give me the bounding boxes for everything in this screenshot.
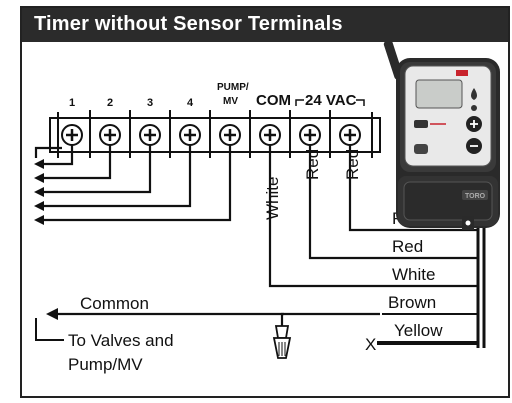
terminal-label-1: 1 — [69, 97, 75, 109]
lead-bundle — [476, 223, 486, 348]
lead-label-red-2: Red — [392, 237, 423, 256]
wiring-diagram: 1 2 3 4 PUMP/ MV COM 24 VAC — [34, 40, 500, 374]
device-screen — [415, 79, 463, 109]
brand-badge — [462, 190, 488, 200]
wire-label-white-terminal: White — [263, 177, 282, 220]
common-line-3: Pump/MV — [68, 355, 143, 374]
terminal-label-mv: MV — [223, 96, 238, 107]
terminal-strip — [49, 110, 381, 158]
screw-vac2-icon — [339, 124, 361, 146]
timer-device: TORO — [383, 40, 500, 230]
lead-label-yellow: Yellow — [394, 321, 443, 340]
screw-1-icon — [61, 124, 83, 146]
brand-label: TORO — [465, 193, 486, 200]
common-arrowhead — [46, 308, 58, 320]
screw-2-icon — [99, 124, 121, 146]
water-drop-icon — [471, 88, 477, 100]
terminal-label-com: COM — [256, 92, 291, 109]
lead-label-white: White — [392, 265, 435, 284]
diagram-frame: Timer without Sensor Terminals — [20, 6, 510, 398]
wire-label-red-terminal-2: Red — [343, 149, 362, 180]
lead-label-brown: Brown — [388, 293, 436, 312]
terminal-label-4: 4 — [187, 97, 194, 109]
terminal-label-2: 2 — [107, 97, 113, 109]
common-label: Common — [80, 294, 149, 313]
terminal-label-24vac: 24 VAC — [305, 92, 357, 109]
station-wires — [34, 145, 232, 222]
screw-vac1-icon — [299, 124, 321, 146]
title-bar: Timer without Sensor Terminals — [22, 8, 508, 42]
common-line-2: To Valves and — [68, 331, 174, 350]
menu-button[interactable] — [414, 144, 428, 154]
screw-pump-icon — [219, 124, 241, 146]
manual-button[interactable] — [414, 120, 428, 128]
screw-3-icon — [139, 124, 161, 146]
vac-bracket — [295, 99, 365, 106]
station-arrowheads — [34, 159, 44, 225]
terminal-label-pump: PUMP/ — [217, 82, 249, 93]
yellow-x-mark: X — [365, 335, 376, 354]
wire-nut-icon — [272, 325, 292, 359]
diagram-title: Timer without Sensor Terminals — [34, 13, 343, 35]
screw-4-icon — [179, 124, 201, 146]
screw-com-icon — [259, 124, 281, 146]
terminal-label-3: 3 — [147, 97, 153, 109]
common-bracket — [35, 318, 64, 341]
wire-label-red-terminal-1: Red — [303, 149, 322, 180]
red-logo-badge — [456, 70, 468, 76]
